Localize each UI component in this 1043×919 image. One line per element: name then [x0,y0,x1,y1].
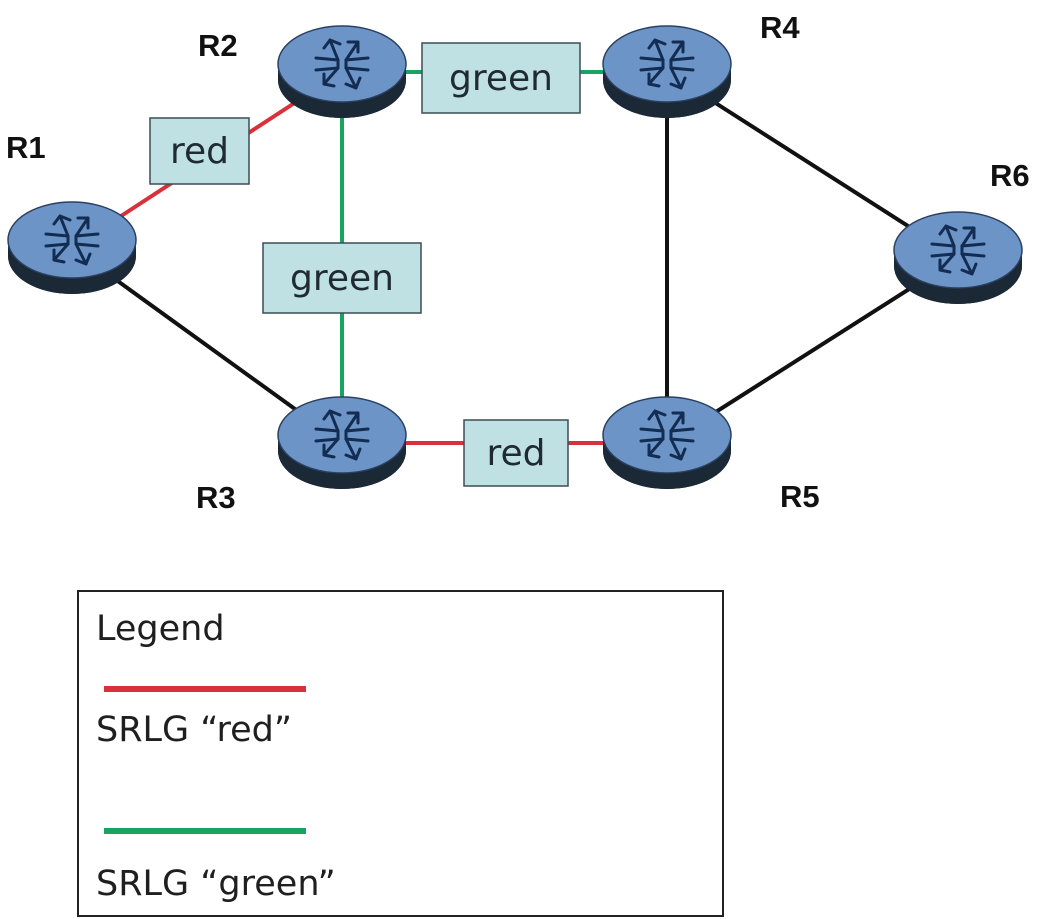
link-label-text: green [290,258,394,299]
link-label-box [421,42,581,114]
router-label-r4: R4 [760,10,800,45]
legend-box [77,590,724,917]
link-label-r1-r2: red [149,117,250,185]
router-label-r1: R1 [6,130,46,165]
link-label-box [463,419,569,487]
link-label-text: red [170,131,229,172]
router-r4: R4 [601,10,800,120]
legend-green-label: SRLG “green” [96,864,336,904]
router-icon [601,395,733,491]
legend-title: Legend [96,609,225,649]
router-r2: R2 [198,24,408,120]
router-label-r5: R5 [780,479,820,514]
router-r3: R3 [196,395,408,515]
link-label-r2-r4: green [421,42,581,114]
router-r6: R6 [892,158,1030,306]
legend: Legend SRLG “red” SRLG “green” [77,590,724,917]
router-icon [6,200,138,296]
link-label-box [149,117,250,185]
router-label-r6: R6 [990,158,1030,193]
router-r1: R1 [6,130,138,296]
link-labels-layer: red green green red [149,42,581,487]
link-label-text: green [449,58,553,99]
link-label-text: red [486,433,545,474]
router-label-r2: R2 [198,28,238,63]
link-label-r3-r5: red [463,419,569,487]
router-label-r3: R3 [196,480,236,515]
link-label-r2-r3: green [262,242,422,314]
router-icon [892,210,1024,306]
router-icon [276,24,408,120]
router-icon [276,395,408,491]
router-icon [601,24,733,120]
legend-red-label: SRLG “red” [96,710,292,750]
link-label-box [262,242,422,314]
router-r5: R5 [601,395,820,514]
